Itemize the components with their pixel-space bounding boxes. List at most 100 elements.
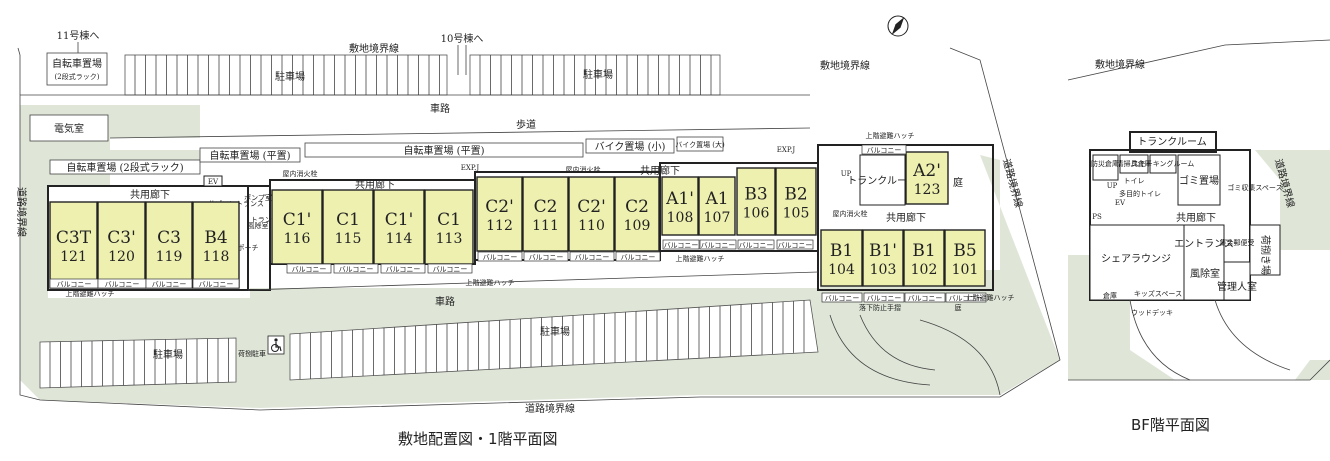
unit-type-label: C1 — [336, 210, 360, 230]
parking-label-bottom-left: 駐車場 — [153, 348, 183, 361]
up-label: UP — [841, 170, 852, 178]
balcony-strip — [523, 251, 569, 262]
balcony-strip — [861, 144, 907, 155]
unit-type-label: A1' — [665, 189, 694, 209]
unit-type-label: C1' — [385, 210, 414, 230]
bf-garbage-collection-label: ゴミ収集スペース — [1227, 183, 1282, 192]
balcony-label: バルコニー — [339, 266, 374, 274]
unit-number-label: 111 — [532, 218, 559, 234]
unit-105 — [775, 167, 817, 236]
balcony-strip — [821, 292, 863, 303]
parking-label-top-left: 駐車場 — [275, 70, 305, 83]
balcony-label: バルコニー — [386, 266, 421, 274]
electrical-room-label: 電気室 — [54, 122, 84, 135]
fall-prevention-fence-label: 落下防止手摺 — [859, 303, 901, 312]
road-boundary-label-bottom: 道路境界線 — [525, 402, 575, 415]
balcony-label: バルコニー — [867, 147, 902, 155]
bicycle-parking-rack-strip — [49, 159, 201, 175]
trunk-room-label-2: トランクルーム — [847, 175, 916, 187]
unit-111 — [522, 176, 569, 252]
unit-type-label: A1 — [704, 189, 728, 209]
unit-type-label: C1 — [437, 210, 461, 230]
unit-number-label: 118 — [203, 249, 230, 265]
bicycle-parking-flat-strip-left — [199, 147, 301, 163]
balcony-strip — [569, 251, 615, 262]
balcony-strip — [286, 263, 332, 274]
to-bldg10-label: 10号棟へ — [441, 32, 484, 45]
balcony-label: バルコニー — [152, 281, 187, 289]
unit-123 — [905, 151, 949, 205]
bicycle-parking-flat-label-left: 自転車置場 (平置) — [210, 149, 291, 162]
units-group: C3T121C3'120C3119B4118C1'116C1115C1'114C… — [49, 151, 986, 289]
balcony-label: バルコニー — [575, 254, 610, 262]
unit-number-label: 112 — [486, 218, 513, 234]
unit-type-label: C2' — [577, 197, 606, 217]
upper-evac-hatch-label-3: 上階避難ハッチ — [676, 254, 725, 263]
upper-evac-hatch-label-5: 上階避難ハッチ — [966, 293, 1015, 302]
unit-107 — [698, 176, 736, 236]
roadway-label-bottom: 車路 — [435, 295, 455, 308]
bf-loading-area-label: 荷捌き場 — [1259, 235, 1272, 275]
bike-parking-small-strip — [585, 138, 675, 154]
bottom-parking-right — [289, 299, 819, 381]
bf-site-boundary-label: 敷地境界線 — [1095, 58, 1145, 71]
balcony-strip — [192, 278, 240, 289]
unit-type-label: C3' — [107, 228, 136, 248]
common-corridor-label-1: 共用廊下 — [130, 188, 170, 201]
unit-number-label: 102 — [911, 262, 938, 278]
unit-121 — [49, 201, 98, 289]
bottom-parking-left — [39, 337, 237, 389]
unit-116 — [271, 189, 323, 265]
balcony-strip — [145, 278, 193, 289]
balcony-strip — [776, 239, 814, 250]
unit-number-label: 123 — [914, 182, 941, 198]
bf-entrance-label: エントランス — [1174, 238, 1234, 250]
unit-118 — [192, 201, 240, 289]
unit-type-label: C2 — [534, 197, 558, 217]
parking-label-top-right: 駐車場 — [583, 68, 613, 81]
bicycle-parking-flat-strip-right — [304, 142, 584, 158]
unit-type-label: C3 — [157, 228, 181, 248]
unit-number-label: 113 — [436, 231, 463, 247]
balcony-label: バルコニー — [739, 242, 774, 250]
sidewalk-label: 歩道 — [516, 118, 536, 131]
unit-type-label: B5 — [953, 241, 976, 261]
unit-number-label: 106 — [743, 206, 770, 222]
main-plan-caption: 敷地配置図・1階平面図 — [398, 430, 558, 448]
balcony-strip — [662, 239, 700, 250]
bicycle-parking-rack-label: 自転車置場 (2段式ラック) — [66, 161, 183, 174]
site-boundary-label-top: 敷地境界線 — [349, 42, 399, 55]
wheelchair-icon — [267, 335, 285, 355]
bf-wood-deck-label: ウッドデッキ — [1131, 308, 1173, 317]
unit-113 — [424, 189, 474, 265]
bf-elevator-label: EV — [1115, 199, 1126, 207]
unit-type-label: B4 — [204, 228, 227, 248]
bf-common-corridor-label: 共用廊下 — [1176, 211, 1216, 224]
bike-parking-small-label: バイク置場 (小) — [595, 140, 666, 153]
upper-evac-hatch-label-4: 上階避難ハッチ — [866, 131, 915, 140]
road-boundary-label-left: 道路境界線 — [15, 187, 28, 237]
unit-number-label: 116 — [284, 231, 311, 247]
two-tier-rack-label: (2段式ラック) — [55, 72, 100, 81]
unit-type-label: C2 — [625, 197, 649, 217]
balcony-strip — [477, 251, 523, 262]
unit-number-label: 121 — [60, 249, 87, 265]
balcony-strip — [615, 251, 661, 262]
unit-type-label: B3 — [744, 185, 767, 205]
top-parking-left — [124, 54, 448, 96]
entrance-curve-inner — [859, 314, 936, 371]
common-corridor-label-2: 共用廊下 — [355, 178, 395, 191]
porch-label: ポーチ — [238, 244, 259, 252]
site-boundary-line — [19, 47, 1061, 411]
unit-number-label: 105 — [783, 206, 810, 222]
balcony-strip — [699, 239, 737, 250]
roadway-label-top: 車路 — [430, 102, 450, 115]
balcony-strip — [380, 263, 426, 274]
unit-114 — [373, 189, 425, 265]
loading-space-label: 荷捌駐車 — [238, 349, 266, 358]
bf-warehouse-label: 倉庫 — [1103, 291, 1117, 300]
unit-108 — [661, 176, 699, 236]
balcony-label: バルコニー — [433, 266, 468, 274]
unit-number-label: 104 — [828, 262, 855, 278]
common-corridor-label-3: 共用廊下 — [640, 164, 680, 177]
